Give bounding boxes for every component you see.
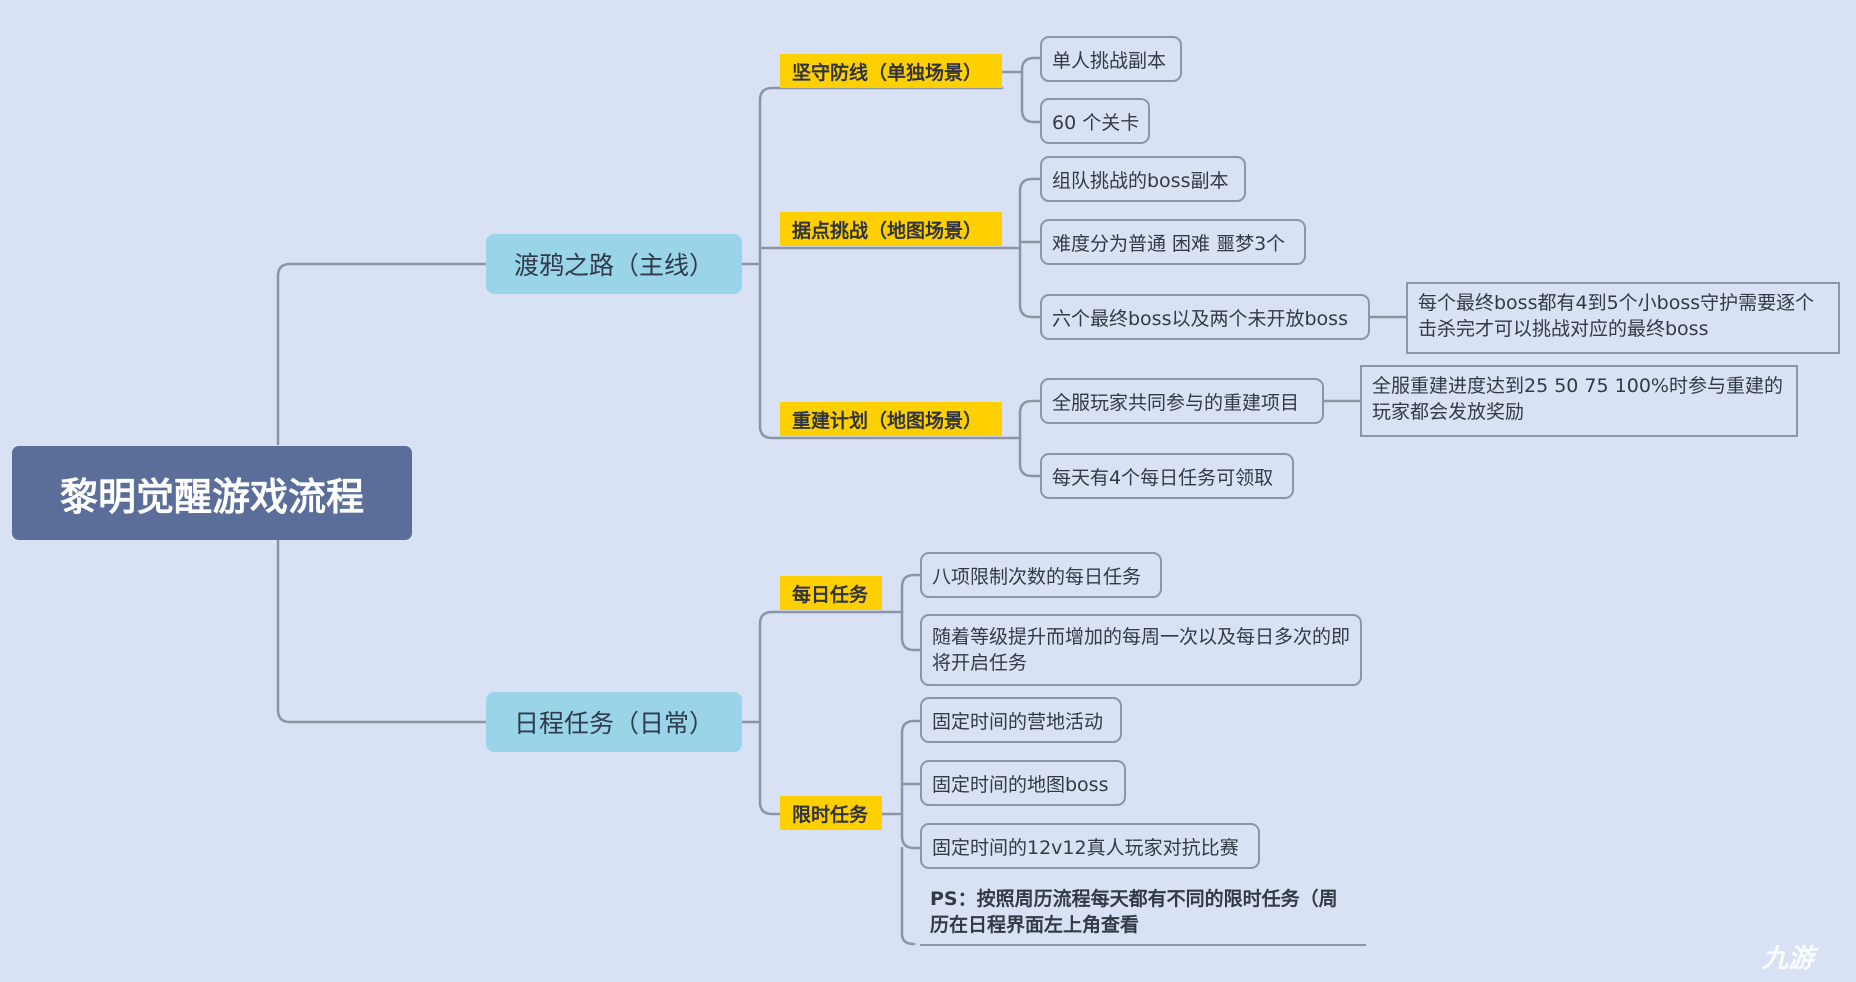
leaf-item: 八项限制次数的每日任务 xyxy=(920,552,1162,598)
leaf-text: 六个最终boss以及两个未开放boss xyxy=(1052,307,1348,330)
tag-label: 重建计划（地图场景） xyxy=(792,409,983,432)
leaf-text: 组队挑战的boss副本 xyxy=(1052,169,1229,192)
ps-text: PS：按照周历流程每天都有不同的限时任务（周历在日程界面左上角查看 xyxy=(930,888,1338,936)
leaf-item: 固定时间的地图boss xyxy=(920,760,1126,806)
leaf-text: 60 个关卡 xyxy=(1052,111,1140,134)
leaf-text: 难度分为普通 困难 噩梦3个 xyxy=(1052,232,1286,255)
leaf-item: 固定时间的营地活动 xyxy=(920,697,1122,743)
note-text: 每个最终boss都有4到5个小boss守护需要逐个击杀完才可以挑战对应的最终bo… xyxy=(1418,292,1815,340)
note-box: 每个最终boss都有4到5个小boss守护需要逐个击杀完才可以挑战对应的最终bo… xyxy=(1406,282,1840,354)
tag-timed-tasks: 限时任务 xyxy=(780,796,882,830)
branch-daily-schedule: 日程任务（日常） xyxy=(486,692,742,752)
leaf-item: 60 个关卡 xyxy=(1040,98,1150,144)
branch-label: 渡鸦之路（主线） xyxy=(513,251,714,280)
ps-note: PS：按照周历流程每天都有不同的限时任务（周历在日程界面左上角查看 xyxy=(920,884,1366,946)
leaf-item: 组队挑战的boss副本 xyxy=(1040,156,1246,202)
tag-label: 坚守防线（单独场景） xyxy=(792,61,983,84)
tag-stronghold-challenge: 据点挑战（地图场景） xyxy=(780,212,1002,246)
tag-daily-tasks: 每日任务 xyxy=(780,576,882,610)
leaf-item: 单人挑战副本 xyxy=(1040,36,1182,82)
root-node: 黎明觉醒游戏流程 xyxy=(12,446,412,540)
leaf-text: 全服玩家共同参与的重建项目 xyxy=(1052,391,1300,414)
leaf-item: 难度分为普通 困难 噩梦3个 xyxy=(1040,219,1306,265)
leaf-text: 八项限制次数的每日任务 xyxy=(932,565,1142,588)
leaf-item: 随着等级提升而增加的每周一次以及每日多次的即将开启任务 xyxy=(920,614,1362,686)
note-text: 全服重建进度达到25 50 75 100%时参与重建的玩家都会发放奖励 xyxy=(1372,375,1783,423)
tag-defense-line: 坚守防线（单独场景） xyxy=(780,54,1002,88)
leaf-item: 固定时间的12v12真人玩家对抗比赛 xyxy=(920,823,1260,869)
leaf-text: 固定时间的地图boss xyxy=(932,773,1109,796)
leaf-text: 每天有4个每日任务可领取 xyxy=(1052,466,1274,489)
leaf-item: 每天有4个每日任务可领取 xyxy=(1040,453,1294,499)
leaf-text: 单人挑战副本 xyxy=(1052,49,1167,72)
branch-main-storyline: 渡鸦之路（主线） xyxy=(486,234,742,294)
watermark-logo: 九游 xyxy=(1762,938,1814,975)
watermark-text: 九游 xyxy=(1762,944,1815,974)
tag-label: 据点挑战（地图场景） xyxy=(792,219,983,242)
leaf-item: 六个最终boss以及两个未开放boss xyxy=(1040,294,1370,340)
tag-label: 每日任务 xyxy=(792,583,869,606)
root-title: 黎明觉醒游戏流程 xyxy=(59,474,364,519)
leaf-text: 随着等级提升而增加的每周一次以及每日多次的即将开启任务 xyxy=(932,626,1351,674)
branch-label: 日程任务（日常） xyxy=(513,709,714,738)
tag-label: 限时任务 xyxy=(792,803,869,826)
leaf-text: 固定时间的营地活动 xyxy=(932,710,1104,733)
note-box: 全服重建进度达到25 50 75 100%时参与重建的玩家都会发放奖励 xyxy=(1360,365,1798,437)
leaf-text: 固定时间的12v12真人玩家对抗比赛 xyxy=(932,836,1239,859)
leaf-item: 全服玩家共同参与的重建项目 xyxy=(1040,378,1324,424)
tag-rebuild-plan: 重建计划（地图场景） xyxy=(780,402,1002,436)
